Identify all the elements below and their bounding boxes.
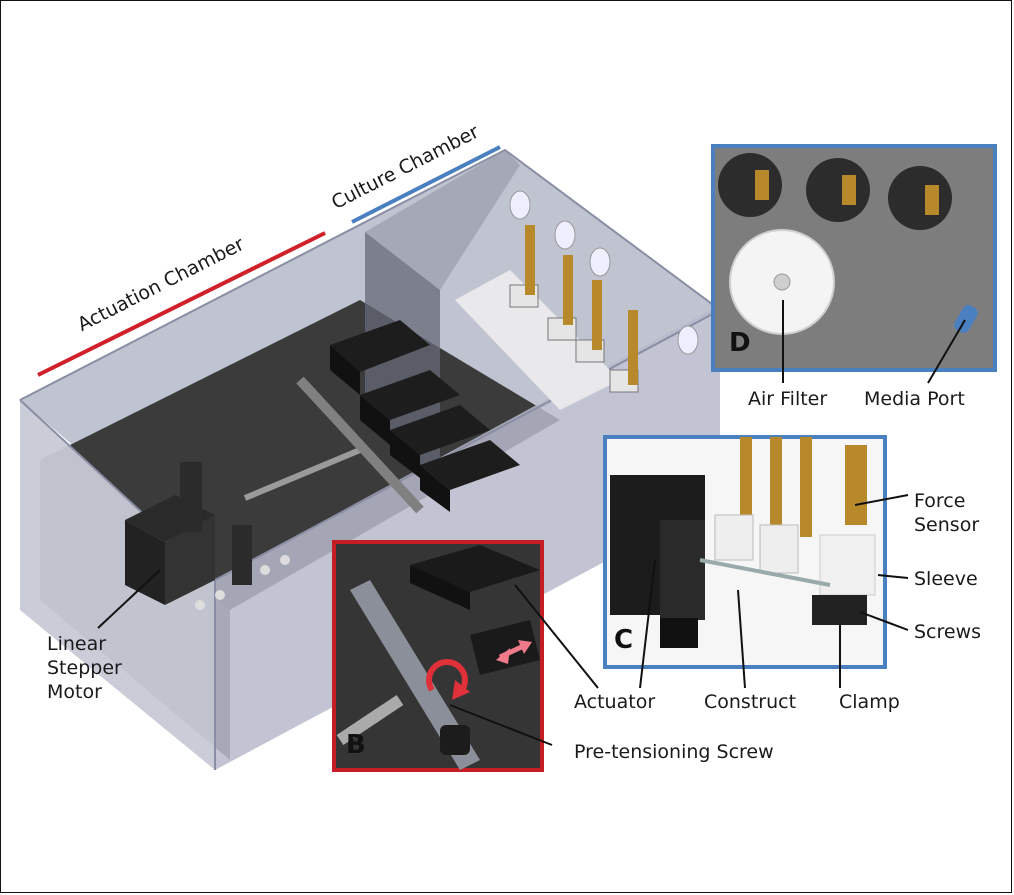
actuator-blocks bbox=[330, 320, 520, 512]
pre-tensioning-screw-label: Pre-tensioning Screw bbox=[574, 741, 774, 763]
actuator-label: Actuator bbox=[574, 691, 656, 713]
linear-stepper-motor-label: Linear Stepper Motor bbox=[47, 633, 122, 703]
actuation-chamber-line bbox=[37, 231, 326, 377]
clamp-label: Clamp bbox=[839, 691, 900, 713]
screws-label: Screws bbox=[914, 621, 982, 643]
panel-b-letter: B bbox=[346, 730, 366, 760]
culture-chamber-line bbox=[351, 145, 501, 224]
construct-label: Construct bbox=[704, 691, 797, 713]
panel-d-letter: D bbox=[729, 328, 751, 358]
panel-c-letter: C bbox=[614, 625, 634, 655]
leader-lines bbox=[97, 300, 966, 746]
sleeve-label: Sleeve bbox=[914, 568, 978, 590]
panel-b bbox=[332, 540, 544, 772]
culture-components bbox=[455, 190, 699, 410]
air-filter-label: Air Filter bbox=[748, 388, 828, 410]
force-sensor-label: Force Sensor bbox=[914, 490, 980, 536]
stepper-motor bbox=[125, 376, 424, 610]
media-port-label: Media Port bbox=[864, 388, 965, 410]
panel-d bbox=[711, 144, 997, 372]
panel-c bbox=[603, 435, 887, 669]
